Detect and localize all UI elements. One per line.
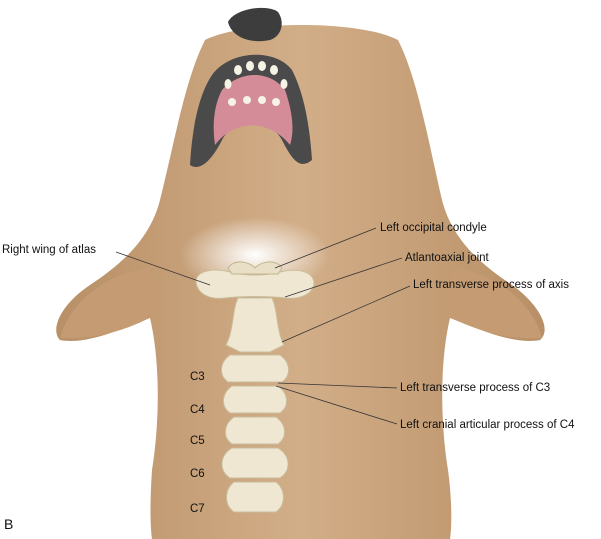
leader-lines [115, 227, 411, 425]
vertebra-c6 [221, 447, 289, 479]
vertebra-label-c7: C7 [190, 503, 205, 515]
leader-left-occipital-condyle [274, 227, 377, 269]
nose [228, 7, 282, 42]
leader-left-transverse-process-axis [281, 285, 411, 343]
tongue [213, 75, 293, 145]
left-ear [442, 268, 542, 339]
vertebra-c7 [226, 481, 284, 513]
leader-right-wing-of-atlas [115, 251, 211, 286]
label-right-wing-of-atlas: Right wing of atlas [2, 244, 96, 256]
leader-atlantoaxial-joint [284, 257, 403, 298]
occipital-condyles [227, 261, 283, 275]
cervical-vertebrae [221, 354, 289, 513]
vertebra-c3 [221, 354, 289, 383]
label-left-cranial-articular-process-c4: Left cranial articular process of C4 [400, 419, 575, 431]
teeth [224, 61, 288, 106]
panel-letter: B [4, 516, 14, 532]
vertebra-label-c4: C4 [190, 404, 205, 416]
label-left-occipital-condyle: Left occipital condyle [380, 222, 487, 234]
label-left-transverse-process-axis: Left transverse process of axis [413, 279, 569, 291]
leader-left-transverse-process-c3 [277, 382, 398, 389]
vertebra-label-c3: C3 [190, 371, 205, 383]
vertebra-c5 [225, 416, 285, 445]
label-atlantoaxial-joint: Atlantoaxial joint [405, 252, 489, 264]
label-left-transverse-process-c3: Left transverse process of C3 [400, 382, 551, 394]
vertebra-c4 [223, 385, 287, 414]
vertebra-label-c5: C5 [190, 435, 205, 447]
leader-left-cranial-articular-process-c4 [275, 385, 398, 425]
atlas [195, 269, 315, 299]
right-ear [60, 268, 160, 339]
axis [225, 297, 285, 353]
vertebra-label-c6: C6 [190, 468, 205, 480]
